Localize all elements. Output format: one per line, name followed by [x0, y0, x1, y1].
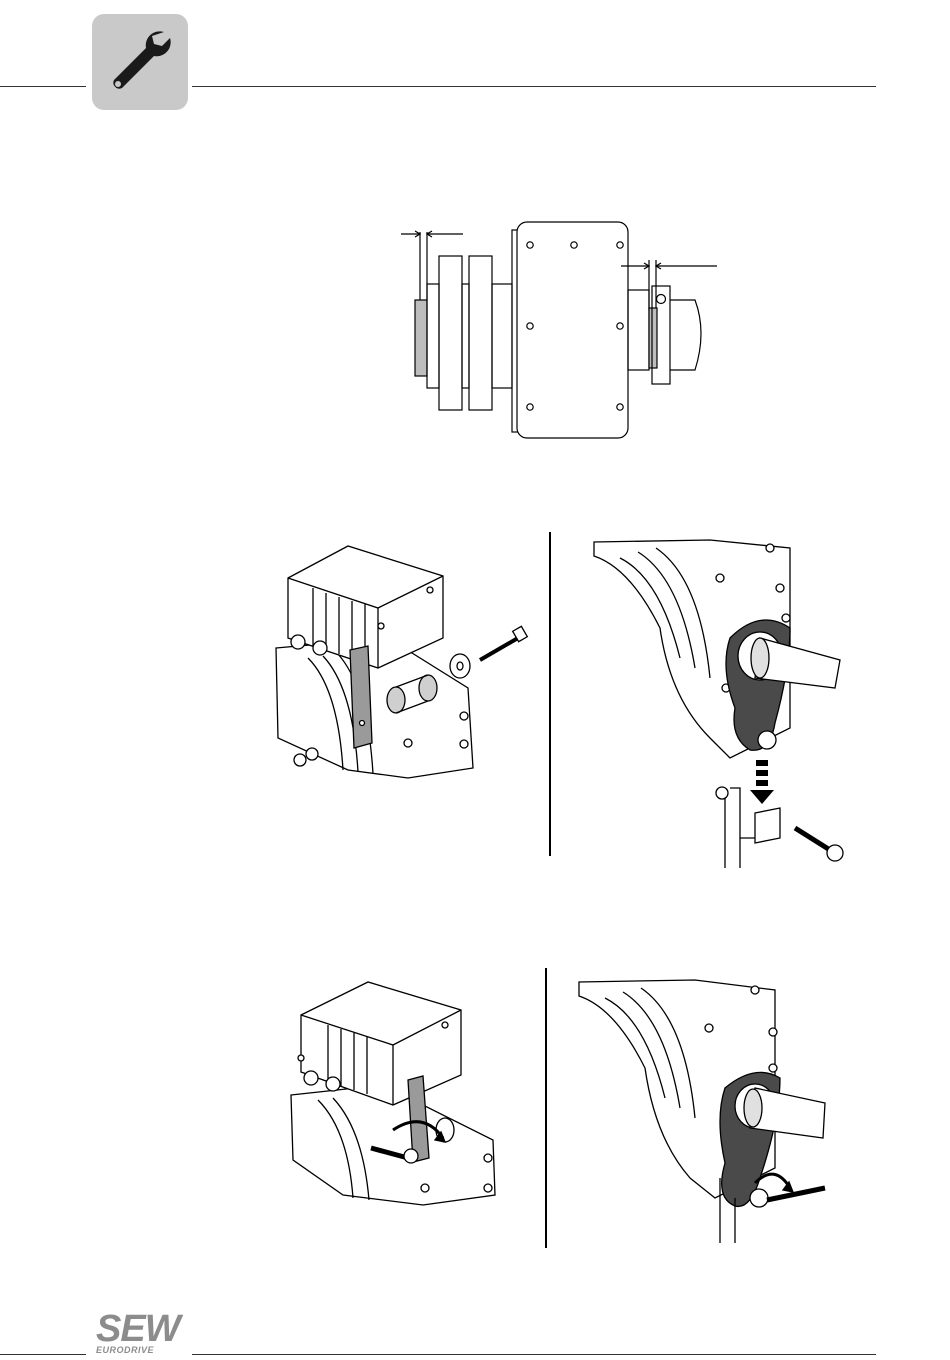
- brand-logo-main: SEW: [96, 1310, 192, 1348]
- motor-torque-arm-tightening: [283, 970, 508, 1210]
- shaft-clearance-diagram: [395, 220, 725, 442]
- footer-rule-right: [192, 1354, 876, 1355]
- gear-unit-torque-arm-bracket-assembly: [590, 538, 850, 878]
- figure-divider-top: [549, 532, 551, 856]
- motor-torque-arm-bolt-assembly: [268, 538, 538, 783]
- gear-unit-torque-arm-tightening: [575, 978, 835, 1250]
- figure-divider-bottom: [545, 968, 547, 1248]
- header-rule-left: [0, 86, 86, 87]
- footer-rule-left: [0, 1354, 86, 1355]
- brand-logo: SEW EURODRIVE: [96, 1310, 192, 1356]
- header-rule-right: [192, 86, 876, 87]
- header-icon-tile: [92, 14, 188, 110]
